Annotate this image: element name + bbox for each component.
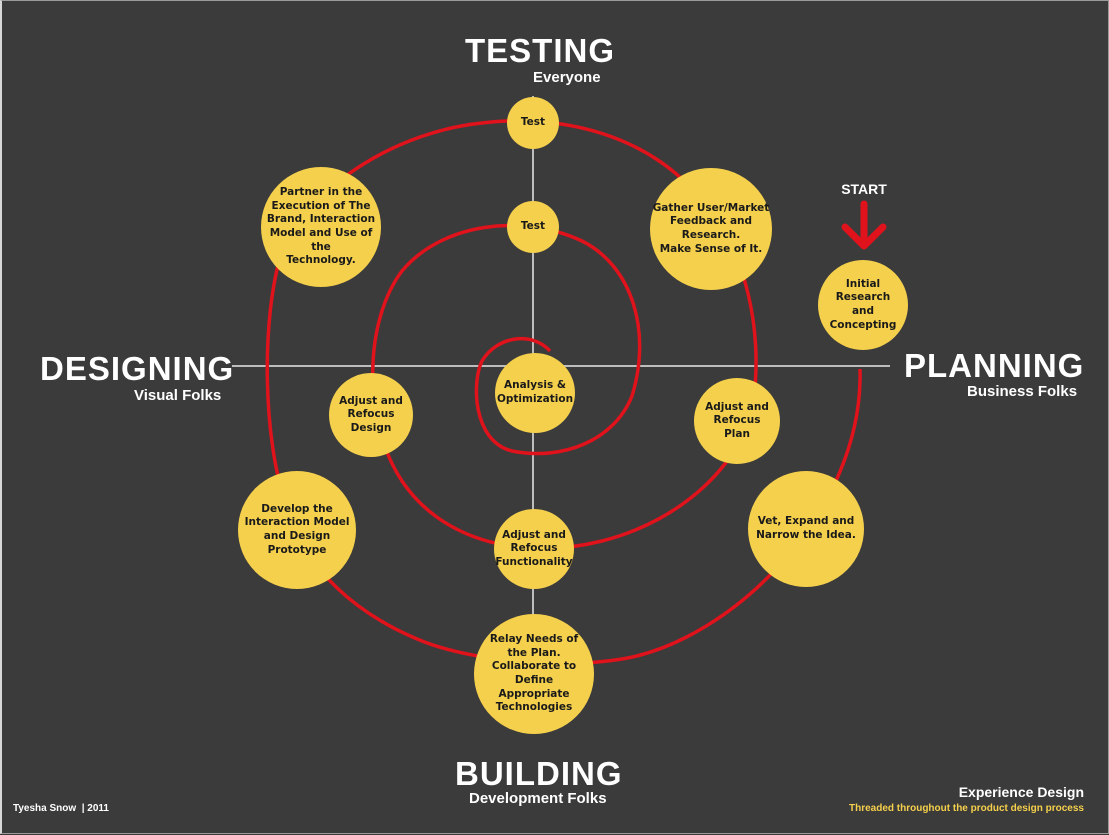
node-vet-expand: Vet, Expand and Narrow the Idea. bbox=[748, 471, 864, 587]
node-label: Adjust and Refocus Functionality bbox=[495, 528, 573, 568]
node-test-outer: Test bbox=[507, 97, 559, 149]
node-adjust-design: Adjust and Refocus Design bbox=[329, 373, 413, 457]
axis-title-building: BUILDING bbox=[455, 755, 623, 792]
node-label: Develop the Interaction Model and Design… bbox=[244, 502, 350, 556]
start-arrow-icon bbox=[841, 200, 887, 250]
node-label: Initial Research and Concepting bbox=[829, 277, 897, 331]
node-partner: Partner in the Execution of The Brand, I… bbox=[261, 167, 381, 287]
node-label: Gather User/Market Feedback and Research… bbox=[652, 201, 770, 255]
node-label: Partner in the Execution of The Brand, I… bbox=[266, 186, 376, 267]
node-analysis-optimization: Analysis & Optimization bbox=[495, 353, 575, 433]
axis-subtitle-building: Development Folks bbox=[469, 790, 607, 807]
node-label: Test bbox=[520, 116, 546, 129]
footer-subtitle: Threaded throughout the product design p… bbox=[848, 803, 1084, 814]
axis-subtitle-planning: Business Folks bbox=[967, 383, 1078, 400]
node-adjust-functionality: Adjust and Refocus Functionality bbox=[494, 509, 574, 589]
axis-subtitle-designing: Visual Folks bbox=[134, 387, 222, 404]
axis-subtitle-testing: Everyone bbox=[533, 69, 601, 86]
axis-title-testing: TESTING bbox=[465, 32, 616, 69]
node-initial-research: Initial Research and Concepting bbox=[818, 260, 908, 350]
node-label: Vet, Expand and Narrow the Idea. bbox=[756, 515, 856, 541]
node-develop-prototype: Develop the Interaction Model and Design… bbox=[238, 471, 356, 589]
start-label: START bbox=[841, 181, 887, 197]
author-credit: Tyesha Snow | 2011 bbox=[13, 803, 109, 814]
node-relay-needs: Relay Needs of the Plan. Collaborate to … bbox=[474, 614, 594, 734]
node-label: Adjust and Refocus Design bbox=[339, 394, 403, 434]
node-label: Test bbox=[520, 220, 546, 233]
footer-title: Experience Design bbox=[958, 784, 1084, 800]
node-adjust-plan: Adjust and Refocus Plan bbox=[694, 378, 780, 464]
axis-title-designing: DESIGNING bbox=[40, 350, 235, 387]
node-test-inner: Test bbox=[507, 201, 559, 253]
node-label: Analysis & Optimization bbox=[496, 379, 574, 405]
node-gather-feedback: Gather User/Market Feedback and Research… bbox=[650, 168, 772, 290]
axis-title-planning: PLANNING bbox=[904, 347, 1085, 384]
node-label: Adjust and Refocus Plan bbox=[705, 400, 769, 440]
node-label: Relay Needs of the Plan. Collaborate to … bbox=[489, 633, 579, 714]
